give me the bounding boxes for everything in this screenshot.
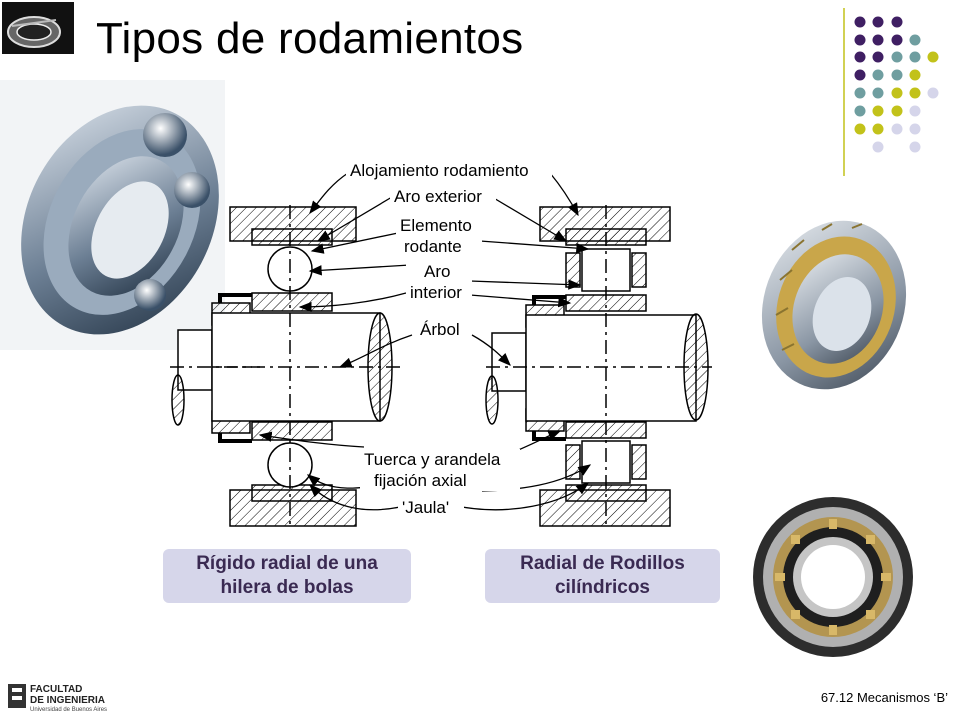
label-inner-ring-2: interior (410, 283, 462, 302)
diagram-labels: Alojamiento rodamiento Aro exterior Elem… (346, 158, 552, 517)
right-assembly (485, 205, 712, 529)
caption-ball-bearing: Rígido radial de una hilera de bolas (163, 549, 411, 603)
label-outer-ring: Aro exterior (394, 187, 482, 206)
faculty-logo: FACULTAD DE INGENIERIA Universidad de Bu… (8, 684, 107, 713)
caption-left-line2: hilera de bolas (220, 577, 354, 598)
label-rolling-element-2: rodante (404, 237, 462, 256)
page-reference: 67.12 Mecanismos ‘B’ (820, 690, 948, 705)
logo-line-2: DE INGENIERIA (30, 695, 105, 706)
caption-left-line1: Rígido radial de una (196, 553, 378, 574)
caption-right-line2: cilíndricos (554, 577, 650, 598)
label-nut-1: Tuerca y arandela (364, 450, 501, 469)
roller-bearing-photo (761, 220, 907, 390)
label-shaft: Árbol (420, 320, 460, 339)
logo-line-1: FACULTAD (30, 684, 82, 695)
ball-bearing-photo (0, 80, 225, 350)
logo-line-3: Universidad de Buenos Aires (30, 707, 107, 713)
label-cage: 'Jaula' (402, 498, 449, 517)
label-nut-2: fijación axial (374, 471, 467, 490)
bearing-technical-drawing: Alojamiento rodamiento Aro exterior Elem… (170, 158, 712, 529)
label-inner-ring-1: Aro (424, 262, 450, 281)
label-housing: Alojamiento rodamiento (350, 161, 529, 180)
decorative-dot-grid (843, 8, 939, 176)
label-rolling-element-1: Elemento (400, 216, 472, 235)
page-title: Tipos de rodamientos (96, 14, 524, 63)
caption-right-line1: Radial de Rodillos (520, 553, 685, 574)
roller-bearing-crosssection-photo (753, 497, 913, 657)
leader-lines (258, 172, 592, 511)
corner-bearing-logo (2, 2, 74, 54)
caption-roller-bearing: Radial de Rodillos cilíndricos (485, 549, 720, 603)
